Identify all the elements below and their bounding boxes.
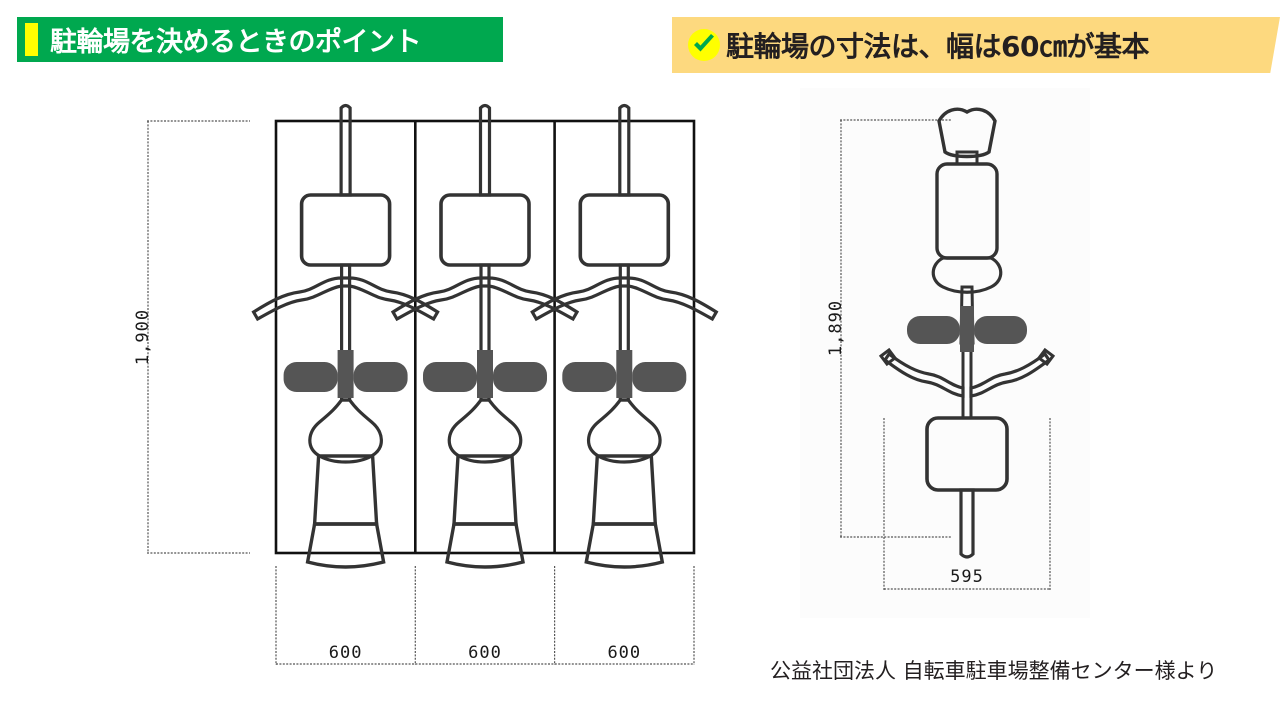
- bay-width-label: 600: [468, 643, 502, 663]
- overall-height-label: 1,900: [133, 309, 153, 365]
- bay-width-label: 600: [607, 643, 641, 663]
- parking-bay-box: [274, 119, 696, 555]
- bicycle-width-dimension: [883, 418, 1051, 590]
- bay-width-label: 600: [329, 643, 363, 663]
- bay-width-dimension-group: [275, 566, 695, 665]
- left-header-banner: 駐輪場を決めるときのポイント: [17, 17, 503, 62]
- single-bicycle-diagram: 1,890 595: [800, 88, 1090, 618]
- source-credit: 公益社団法人 自転車駐車場整備センター様より: [770, 659, 1218, 683]
- banner-accent-bar: [25, 23, 38, 56]
- check-circle-icon: [688, 29, 720, 61]
- bicycle-width-label: 595: [950, 567, 984, 587]
- bicycle-length-dimension: [840, 119, 952, 538]
- bicycle-icon: [251, 103, 440, 569]
- bicycle-icon: [878, 107, 1056, 559]
- bicycle-icon: [391, 103, 579, 569]
- overall-height-dimension: [147, 120, 250, 554]
- right-header-title: 駐輪場の寸法は、幅は60㎝が基本: [726, 30, 1149, 63]
- left-header-title: 駐輪場を決めるときのポイント: [50, 27, 422, 58]
- bicycle-icon: [530, 103, 719, 569]
- right-header-banner: 駐輪場の寸法は、幅は60㎝が基本: [672, 17, 1280, 73]
- bicycle-parking-plan-diagram: 1,900 600 600 600: [120, 100, 720, 680]
- bicycle-length-label: 1,890: [826, 300, 846, 356]
